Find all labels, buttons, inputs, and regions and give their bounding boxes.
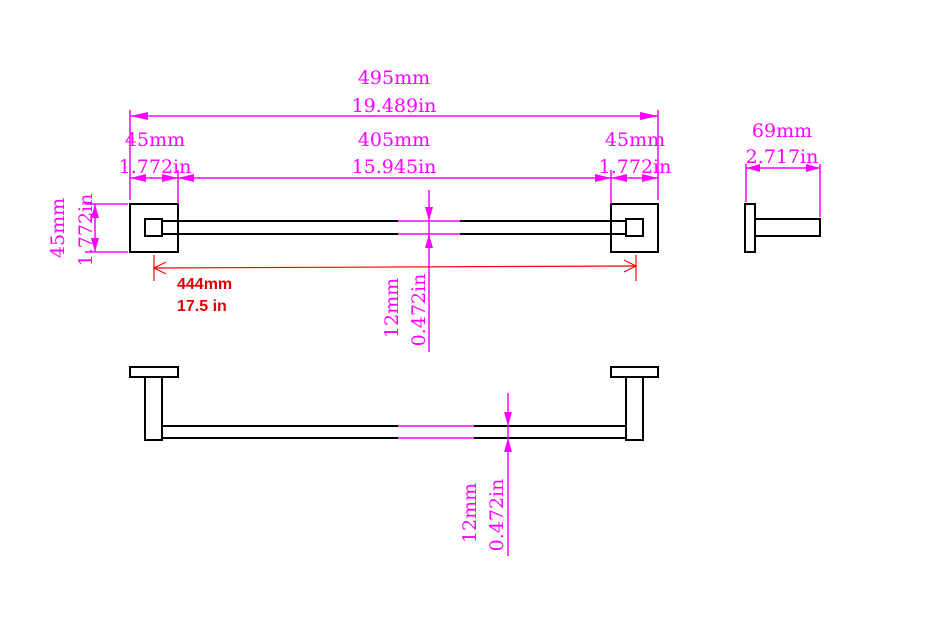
projection-in-label: 2.717in [746, 146, 819, 168]
front-bar-diameter-mm-label: 12mm [459, 483, 481, 543]
bracket-height-in-label: 1.772in [75, 194, 97, 267]
right-bracket-mm-label: 45mm [605, 129, 665, 151]
side-bracket-plate [744, 203, 756, 253]
right-bracket-post [625, 218, 644, 237]
right-bracket-in-label: 1.772in [599, 156, 672, 178]
dimension-bracket-height: 45mm 1.772in [47, 194, 128, 267]
bar-diameter-in-label: 0.472in [408, 274, 430, 347]
left-bracket-plate [129, 203, 179, 253]
bracket-height-mm-label: 45mm [47, 198, 69, 258]
right-cap [610, 366, 659, 378]
bar-diameter-mm-label: 12mm [381, 278, 403, 338]
dimension-center-to-center: 444mm 17.5 in [152, 255, 638, 315]
center-to-center-mm-label: 444mm [177, 276, 232, 293]
right-bracket-plate [610, 203, 659, 253]
left-bracket-in-label: 1.772in [119, 156, 192, 178]
side-view: 69mm 2.717in [744, 120, 821, 253]
center-to-center-in-label: 17.5 in [177, 298, 227, 315]
front-view: 12mm 0.472in [129, 366, 659, 556]
bar-length-in-label: 15.945in [352, 156, 437, 178]
dimension-bar-diameter-top: 12mm 0.472in [381, 190, 433, 352]
top-view [129, 203, 659, 253]
overall-mm-label: 495mm [358, 67, 430, 89]
bar-length-mm-label: 405mm [358, 129, 430, 151]
dimension-segments: 45mm 1.772in 405mm 15.945in 45mm 1.772in [119, 129, 672, 204]
right-post [625, 376, 644, 441]
side-bracket-arm [754, 218, 821, 237]
left-bracket-mm-label: 45mm [125, 129, 185, 151]
left-cap [129, 366, 179, 378]
projection-mm-label: 69mm [752, 120, 812, 142]
left-post [144, 376, 163, 441]
dimension-overall: 495mm 19.489in [129, 67, 659, 200]
overall-in-label: 19.489in [352, 95, 437, 117]
front-bar-diameter-in-label: 0.472in [486, 479, 508, 552]
left-bracket-post [144, 218, 163, 237]
